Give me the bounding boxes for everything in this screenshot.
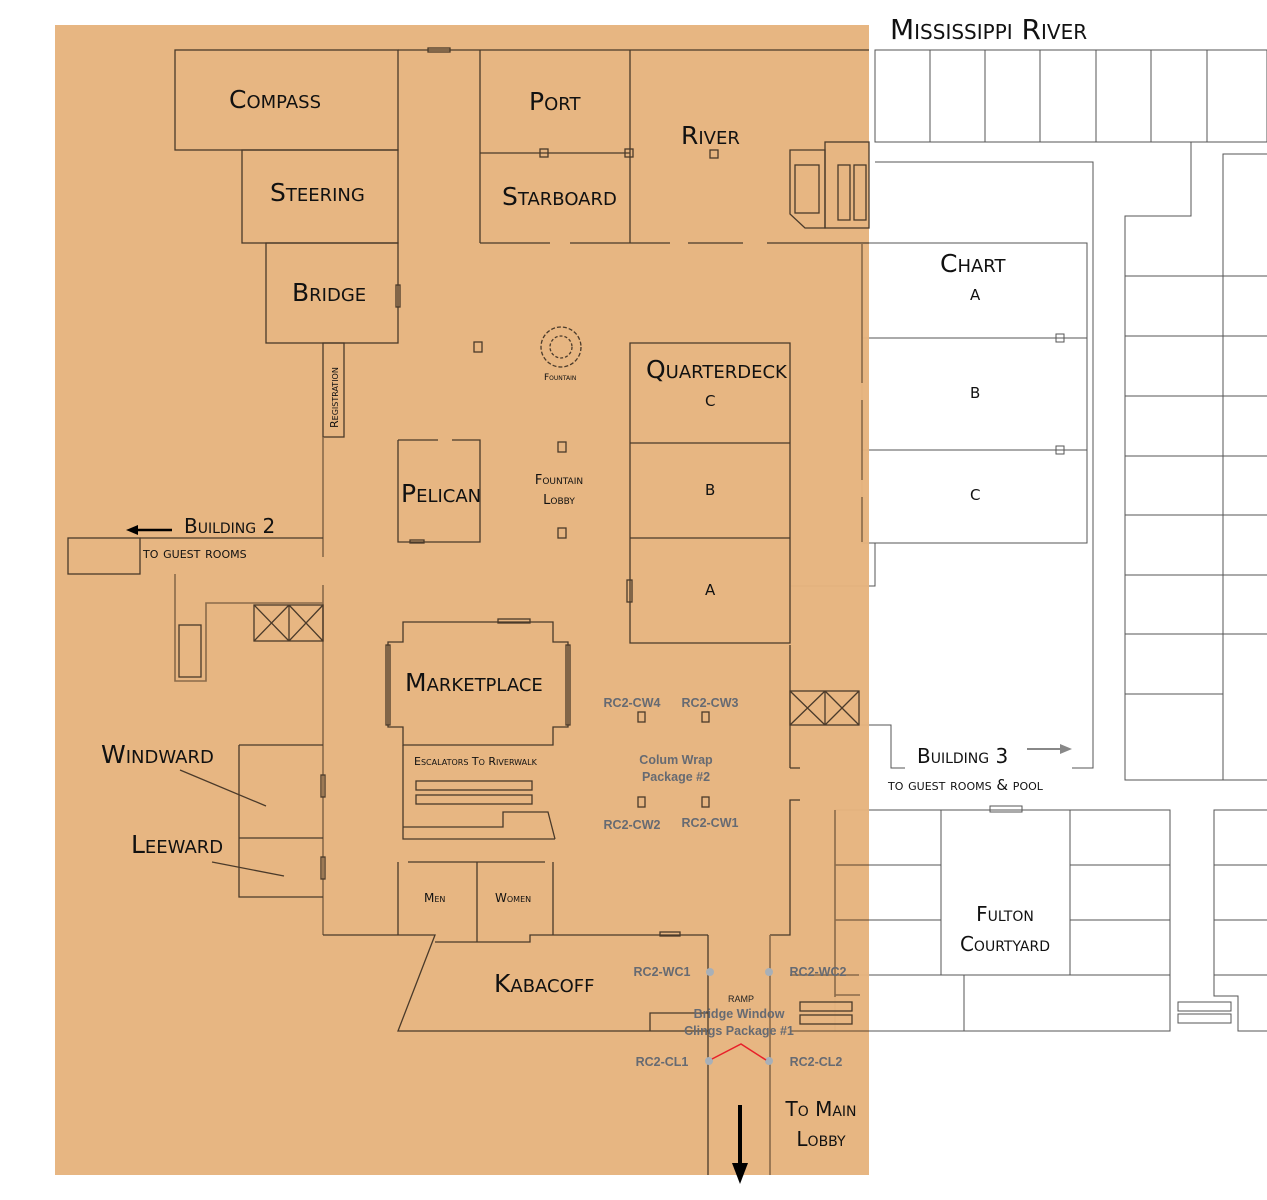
fulton-courtyard-label-1[interactable]: Fulton xyxy=(976,902,1034,926)
escalators-label: Escalators To Riverwalk xyxy=(414,755,538,768)
room-pelican[interactable]: Pelican xyxy=(401,479,481,508)
room-compass[interactable]: Compass xyxy=(229,85,321,114)
river-label: Mississippi River xyxy=(890,13,1087,46)
quarterdeck-b[interactable]: B xyxy=(705,481,715,499)
placement-cw3[interactable]: RC2-CW3 xyxy=(682,696,739,710)
bridge-cling-line xyxy=(711,1043,767,1061)
building-2-label[interactable]: Building 2 xyxy=(184,514,275,538)
placement-cw1[interactable]: RC2-CW1 xyxy=(682,816,739,830)
main-lobby-label-2[interactable]: Lobby xyxy=(796,1127,846,1151)
fountain-lobby-label-2: Lobby xyxy=(543,493,575,508)
restroom-women: Women xyxy=(495,891,531,905)
placement-cl2[interactable]: RC2-CL2 xyxy=(790,1055,843,1069)
bridge-clings-label-1: Bridge Window xyxy=(694,1007,785,1021)
stairs-icon xyxy=(789,141,870,229)
elevator-icon xyxy=(253,604,324,642)
marker-wc2[interactable] xyxy=(765,968,773,976)
room-river[interactable]: River xyxy=(681,121,740,150)
main-lobby-label-1[interactable]: To Main xyxy=(784,1097,856,1121)
fountain-icon xyxy=(540,326,582,368)
room-kabacoff[interactable]: Kabacoff xyxy=(494,969,595,998)
marker-cl1[interactable] xyxy=(705,1057,713,1065)
stairs-icon xyxy=(799,1001,853,1025)
room-bridge[interactable]: Bridge xyxy=(292,278,366,307)
building-3-sublabel: to guest rooms & pool xyxy=(887,776,1044,794)
placement-cw4[interactable]: RC2-CW4 xyxy=(604,696,661,710)
building-2-sublabel: to guest rooms xyxy=(142,544,247,562)
room-leeward[interactable]: Leeward xyxy=(131,830,223,859)
highlighted-area xyxy=(55,25,869,1175)
colum-wrap-label-1: Colum Wrap xyxy=(639,753,713,767)
chart-b[interactable]: B xyxy=(970,384,980,402)
arrow-down-icon xyxy=(732,1105,748,1184)
marker-cl2[interactable] xyxy=(765,1057,773,1065)
stairs-icon xyxy=(1177,1001,1232,1024)
quarterdeck-a[interactable]: A xyxy=(705,581,716,599)
bridge-clings-label-2: Clings Package #1 xyxy=(684,1024,794,1038)
chart-c[interactable]: C xyxy=(970,486,980,504)
placement-cw2[interactable]: RC2-CW2 xyxy=(604,818,661,832)
fountain-lobby-label-1: Fountain xyxy=(535,473,583,488)
chart-a[interactable]: A xyxy=(970,286,981,304)
room-port[interactable]: Port xyxy=(529,87,581,116)
room-quarterdeck[interactable]: Quarterdeck xyxy=(646,355,788,384)
arrow-left-icon xyxy=(126,525,172,535)
fulton-courtyard-label-2[interactable]: Courtyard xyxy=(960,932,1050,956)
placement-markers xyxy=(637,711,773,1065)
restroom-men: Men xyxy=(424,891,445,905)
elevator-icon xyxy=(789,690,860,726)
ramp-label: RAMP xyxy=(728,994,754,1004)
placement-cl1[interactable]: RC2-CL1 xyxy=(636,1055,689,1069)
building-3-label[interactable]: Building 3 xyxy=(917,744,1008,768)
quarterdeck-c[interactable]: C xyxy=(705,392,715,410)
placement-wc1[interactable]: RC2-WC1 xyxy=(634,965,691,979)
room-chart[interactable]: Chart xyxy=(940,249,1007,278)
room-starboard[interactable]: Starboard xyxy=(502,182,617,211)
room-steering[interactable]: Steering xyxy=(270,178,365,207)
arrow-right-icon xyxy=(1027,744,1072,754)
placement-wc2[interactable]: RC2-WC2 xyxy=(790,965,847,979)
marker-wc1[interactable] xyxy=(706,968,714,976)
fountain-label: Fountain xyxy=(544,373,576,383)
room-windward[interactable]: Windward xyxy=(101,740,214,769)
walls xyxy=(67,47,870,1175)
room-marketplace[interactable]: Marketplace xyxy=(405,668,543,697)
colum-wrap-label-2: Package #2 xyxy=(642,770,710,784)
registration-label: Registration xyxy=(328,367,341,428)
